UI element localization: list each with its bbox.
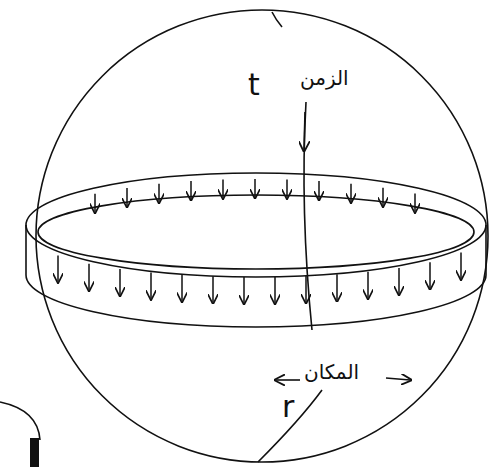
- down-arrow: [254, 179, 256, 197]
- down-arrow: [212, 276, 214, 302]
- down-arrow: [414, 193, 416, 211]
- band-side: [485, 225, 487, 275]
- time-axis-line: [304, 102, 312, 330]
- down-arrow: [305, 276, 307, 302]
- time-label: الزمن: [300, 68, 349, 88]
- down-arrow: [94, 194, 96, 212]
- down-arrow: [336, 274, 338, 300]
- space-arrow-left: [276, 379, 300, 381]
- down-arrow: [382, 188, 384, 206]
- time-arrow: [304, 112, 305, 150]
- down-arrow: [190, 181, 192, 199]
- band-top-rim: [26, 173, 486, 277]
- band-inner-rim: [38, 195, 474, 269]
- flow-arrows: [58, 179, 461, 303]
- time-symbol: t: [248, 70, 260, 100]
- space-arrow-right: [386, 378, 410, 380]
- tick-mark: [272, 12, 282, 27]
- down-arrow: [286, 179, 288, 197]
- down-arrow: [243, 277, 245, 303]
- cropped-arc: [0, 402, 40, 440]
- down-arrow: [88, 264, 90, 290]
- space-symbol: r: [282, 392, 294, 422]
- down-arrow: [119, 269, 121, 295]
- down-arrow: [429, 262, 431, 288]
- down-arrow: [460, 253, 462, 279]
- band-bottom-rim: [26, 275, 486, 327]
- down-arrow: [126, 188, 128, 206]
- down-arrow: [181, 275, 183, 301]
- down-arrow: [350, 184, 352, 202]
- down-arrow: [57, 255, 59, 281]
- down-arrow: [158, 184, 160, 202]
- down-arrow: [367, 272, 369, 298]
- down-arrow: [222, 180, 224, 198]
- space-label: المكان: [304, 362, 359, 382]
- down-arrow: [318, 181, 320, 199]
- down-arrow: [398, 268, 400, 294]
- down-arrow: [150, 272, 152, 298]
- space-leader-line: [258, 390, 322, 462]
- down-arrow: [274, 277, 276, 303]
- cropped-bar: [30, 438, 39, 467]
- sphere-outline: [36, 10, 488, 462]
- band-side: [25, 225, 27, 275]
